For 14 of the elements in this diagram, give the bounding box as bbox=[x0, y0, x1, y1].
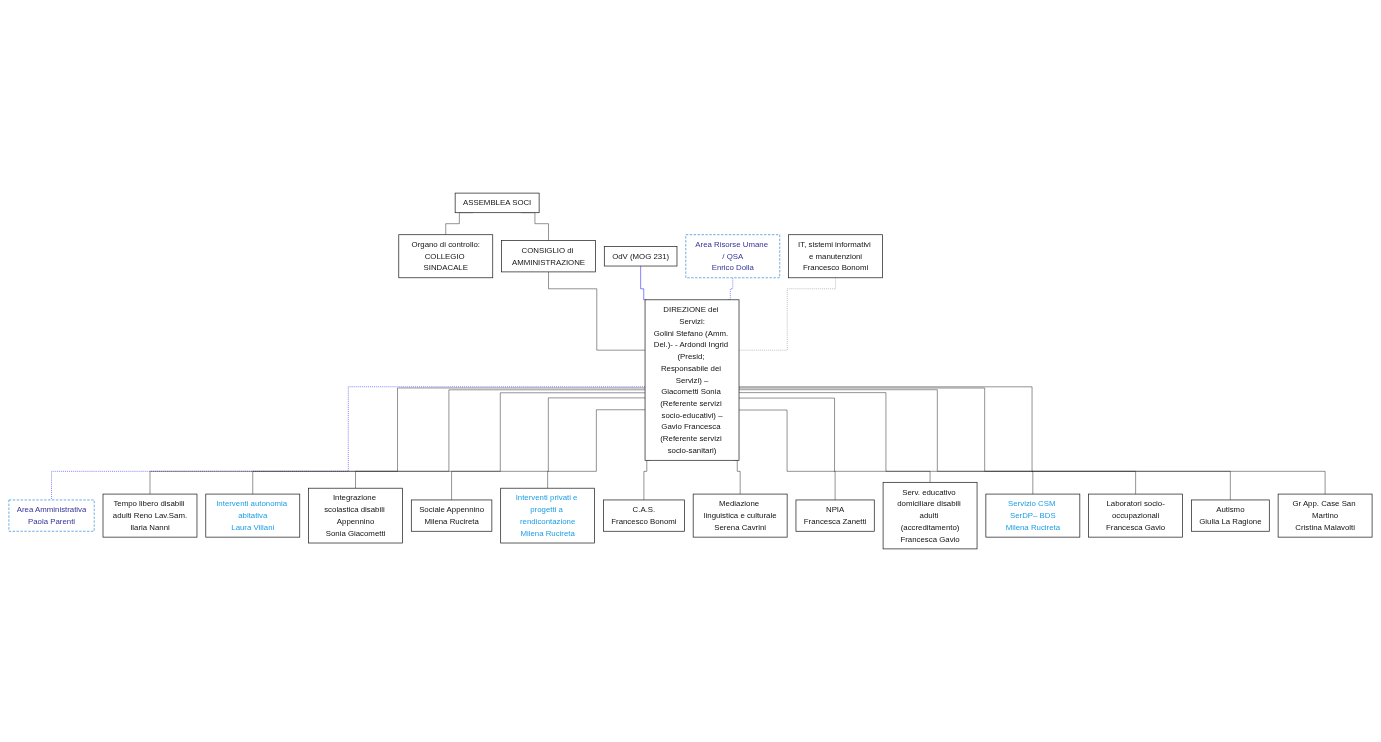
connector bbox=[738, 397, 931, 483]
connector bbox=[738, 387, 1231, 501]
connector bbox=[643, 460, 650, 501]
connector bbox=[738, 386, 1326, 495]
connector bbox=[355, 392, 646, 489]
connector bbox=[548, 271, 646, 351]
connector bbox=[149, 387, 646, 495]
connector bbox=[738, 409, 836, 501]
connector bbox=[451, 397, 646, 501]
connector bbox=[738, 389, 1136, 495]
connector bbox=[252, 389, 646, 495]
connector bbox=[738, 392, 1034, 495]
connector bbox=[547, 409, 646, 489]
connector bbox=[734, 460, 741, 495]
